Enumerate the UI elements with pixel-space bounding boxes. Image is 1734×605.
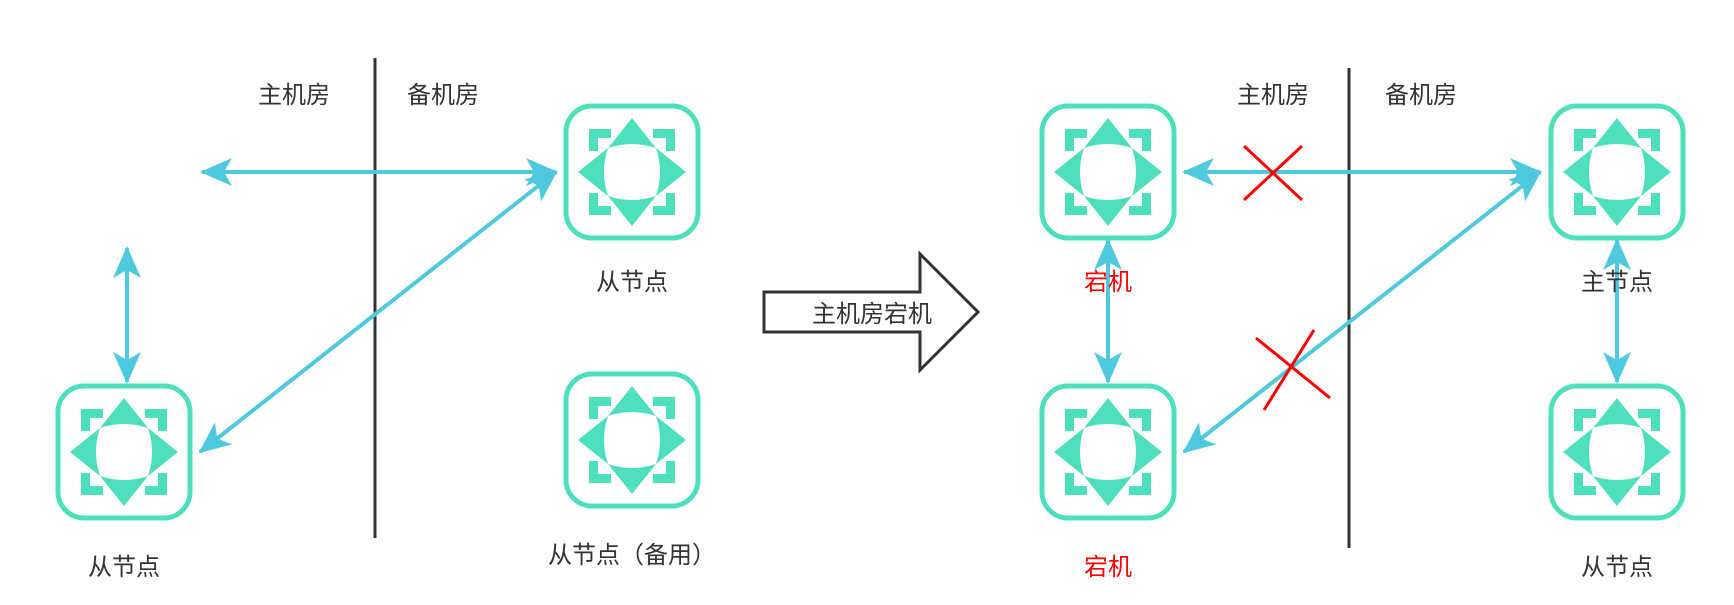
left-node-bottom-left-label: 从节点 bbox=[88, 553, 160, 581]
right-failure-mark-diagonal bbox=[1255, 329, 1331, 411]
transition-arrow-shape bbox=[762, 250, 981, 374]
right-node-bottom-right-icon bbox=[1551, 386, 1683, 518]
left-zone-backup-label: 备机房 bbox=[407, 81, 479, 109]
left-node-bottom-right-label: 从节点（备用） bbox=[548, 541, 716, 569]
left-node-bottom-right-icon bbox=[566, 374, 698, 506]
right-failure-mark-top bbox=[1242, 144, 1304, 202]
right-zone-backup-label: 备机房 bbox=[1385, 81, 1457, 109]
right-node-top-right-label: 主节点 bbox=[1581, 268, 1653, 296]
left-node-bottom-left-icon bbox=[58, 386, 190, 518]
left-link-diagonal bbox=[198, 170, 558, 454]
right-node-top-left-label: 宕机 bbox=[1084, 268, 1132, 296]
right-node-top-left-icon bbox=[1042, 106, 1174, 238]
right-zone-main-label: 主机房 bbox=[1237, 81, 1309, 109]
right-node-top-right-icon bbox=[1551, 106, 1683, 238]
right-node-bottom-left-icon bbox=[1042, 386, 1174, 518]
left-node-top-right-icon bbox=[566, 106, 698, 238]
transition-arrow-label: 主机房宕机 bbox=[812, 300, 932, 328]
left-node-top-right-label: 从节点 bbox=[596, 268, 668, 296]
left-zone-main-label: 主机房 bbox=[258, 81, 330, 109]
right-node-bottom-right-label: 从节点 bbox=[1581, 553, 1653, 581]
right-node-bottom-left-label: 宕机 bbox=[1084, 553, 1132, 581]
right-link-diagonal bbox=[1182, 170, 1542, 454]
